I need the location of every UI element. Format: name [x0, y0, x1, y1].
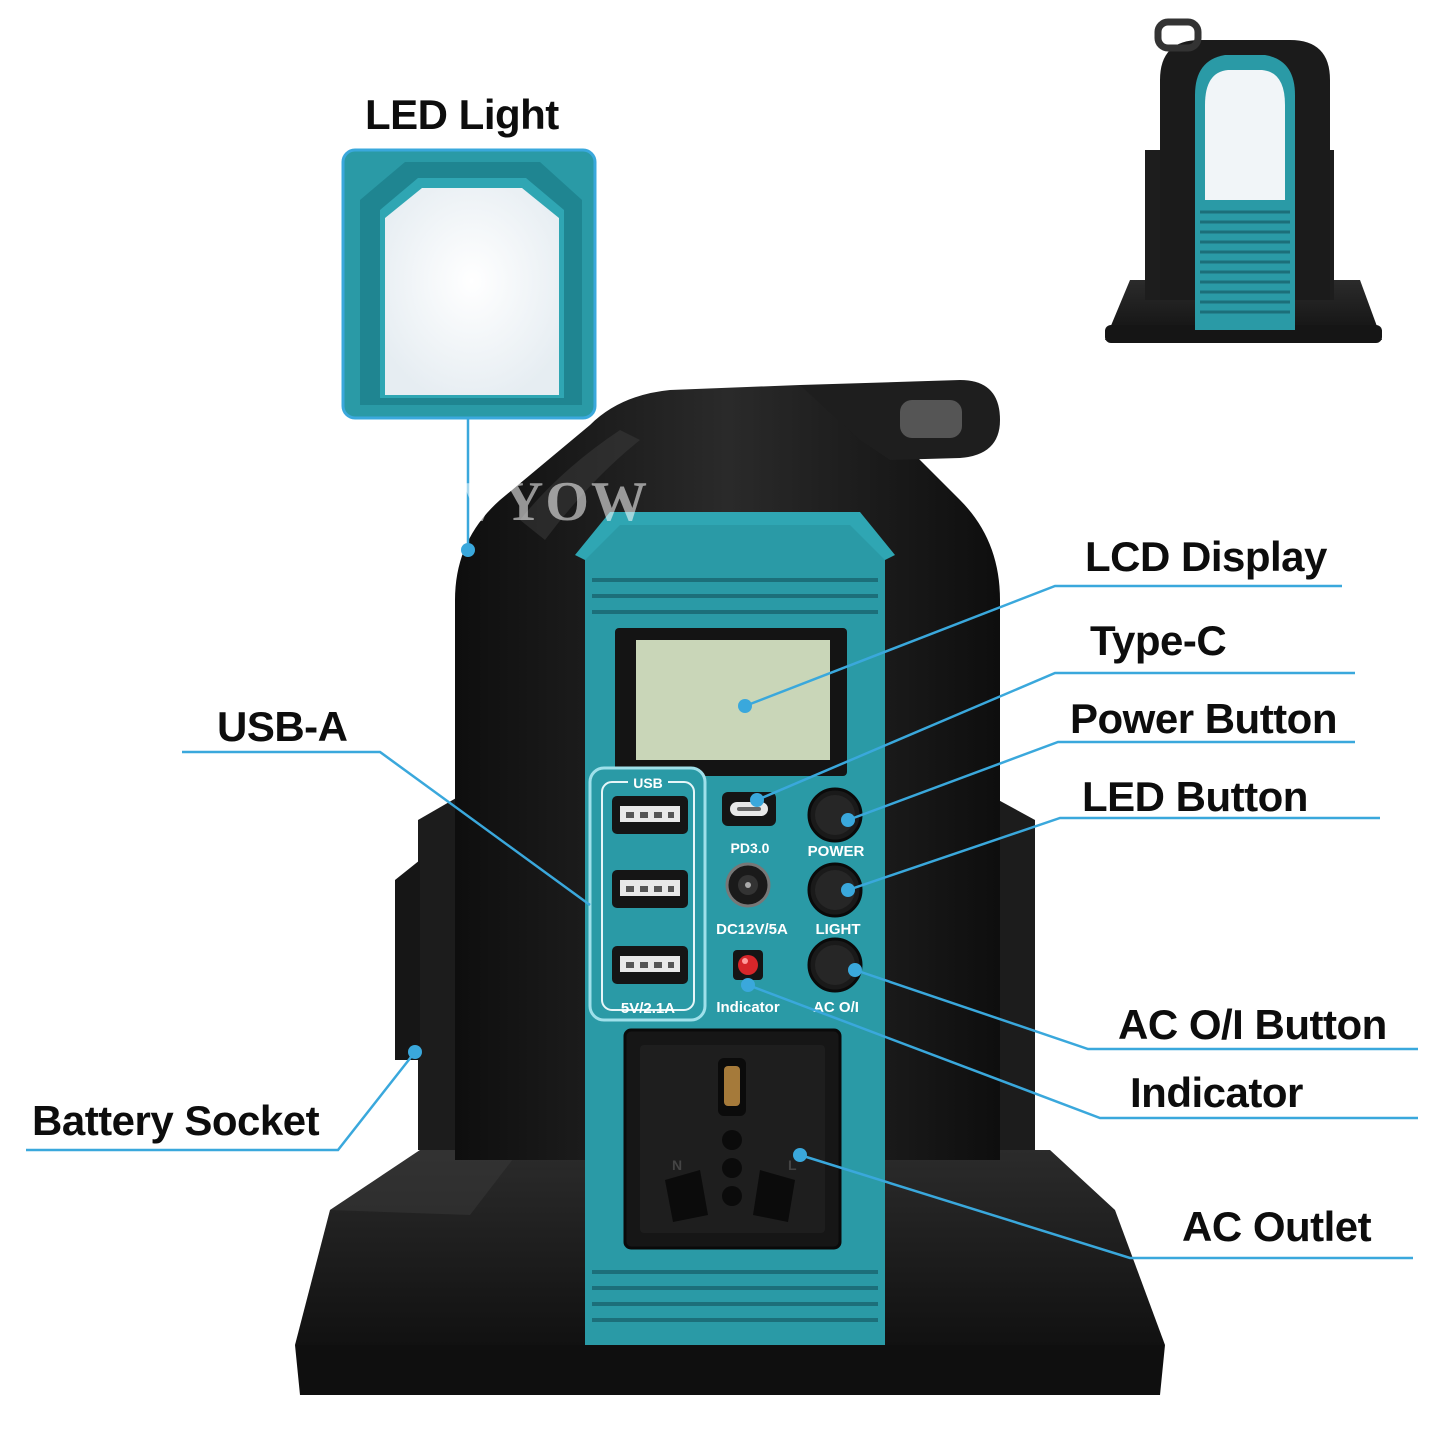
- power-label: POWER: [808, 843, 865, 860]
- callout-led-button: LED Button: [1082, 773, 1308, 820]
- callout-dots: [408, 543, 862, 1162]
- socket-l-label: L: [788, 1157, 797, 1173]
- universal-socket-icon: N L: [623, 1028, 842, 1250]
- lcd-display: [615, 628, 847, 776]
- callout-ac-outlet: AC Outlet: [1182, 1203, 1372, 1250]
- round-button-icon: [807, 937, 863, 993]
- brand-watermark: BEYTVYOW: [300, 471, 649, 533]
- usb-rating-label: 5V/2.1A: [621, 1000, 675, 1017]
- light-label: LIGHT: [816, 921, 861, 938]
- indicator-panel-label: Indicator: [716, 999, 780, 1016]
- callout-lines: [26, 418, 1418, 1260]
- red-led-icon: [733, 950, 763, 980]
- round-button-icon: [807, 787, 863, 843]
- callout-usb-a: USB-A: [217, 703, 348, 750]
- led-light-inset: [341, 148, 597, 420]
- usb-port-icon: [612, 946, 688, 984]
- callout-ac-button: AC O/I Button: [1118, 1001, 1387, 1048]
- usb-a-ports: [588, 766, 707, 1022]
- pd-label: PD3.0: [731, 840, 770, 856]
- socket-n-label: N: [672, 1157, 682, 1173]
- rear-view-thumbnail: [1105, 18, 1382, 343]
- usb-port-icon: [612, 796, 688, 834]
- callout-led-light: LED Light: [365, 91, 559, 138]
- callout-battery-socket: Battery Socket: [32, 1097, 320, 1144]
- callout-type-c: Type-C: [1090, 617, 1227, 664]
- usb-header-label: USB: [633, 775, 663, 791]
- type-c-port-icon: [722, 792, 776, 826]
- callout-power-button: Power Button: [1070, 695, 1337, 742]
- dc-label: DC12V/5A: [716, 921, 788, 938]
- callout-indicator: Indicator: [1130, 1069, 1303, 1116]
- round-button-icon: [807, 862, 863, 918]
- callout-lcd-display: LCD Display: [1085, 533, 1327, 580]
- usb-port-icon: [612, 870, 688, 908]
- ac-panel-label: AC O/I: [813, 999, 859, 1016]
- dc-barrel-icon: [725, 862, 771, 908]
